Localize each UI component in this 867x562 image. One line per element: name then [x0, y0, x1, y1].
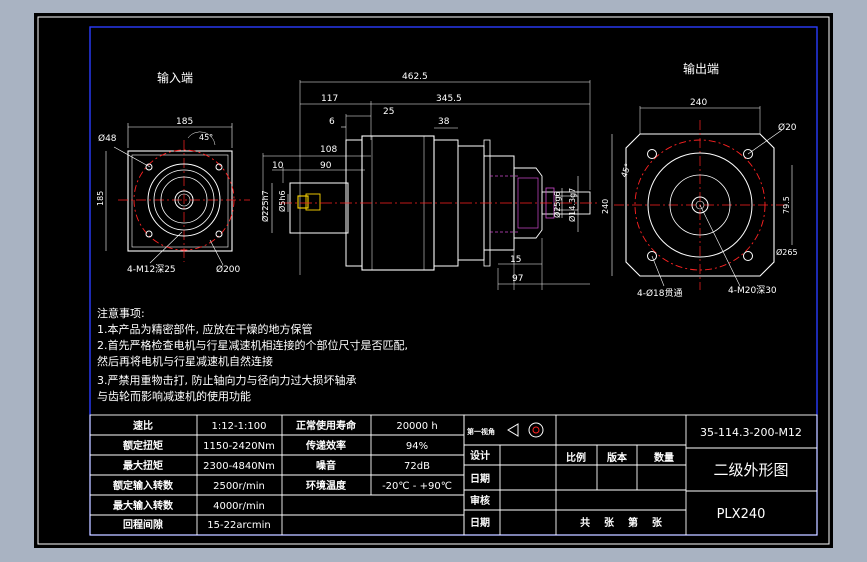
title-block — [463, 414, 818, 536]
output-end-view: 输出端 240 240 79.5 Ø20 45° Ø265 — [601, 61, 798, 299]
dim-90: 90 — [320, 161, 332, 171]
dim-79-5: 79.5 — [782, 196, 791, 214]
spec-value: 94% — [406, 441, 428, 452]
notes-title: 注意事项: — [97, 306, 145, 320]
spec-value: 2300-4840Nm — [203, 461, 275, 472]
notes-line-1: 1.本产品为精密部件, 应放在干燥的地方保管 — [97, 322, 313, 336]
spec-key: 正常使用寿命 — [296, 419, 357, 432]
side-view: 462.5 117 345.5 25 6 38 108 10 90 — [260, 72, 598, 290]
dim-462-5: 462.5 — [402, 72, 428, 82]
spec-key: 传递效率 — [305, 439, 346, 452]
qty-label: 数量 — [654, 451, 674, 464]
spec-key: 回程间隙 — [123, 518, 163, 531]
dim-185: 185 — [176, 117, 193, 127]
audit-label: 审核 — [470, 494, 490, 507]
dim-output-bolt: 4-M20深30 — [728, 285, 777, 296]
dim-117: 117 — [321, 94, 338, 104]
dim-25: 25 — [383, 107, 394, 117]
dim-185-vertical: 185 — [96, 191, 105, 206]
notes-line-3: 然后再将电机与行星减速机自然连接 — [97, 354, 273, 368]
title-block-text: 第一视角 设计 日期 审核 日期 比例 版本 数量 共 张 第 张 35-114… — [467, 426, 802, 529]
notes-block: 注意事项: 1.本产品为精密部件, 应放在干燥的地方保管 2.首先严格检查电机与… — [97, 306, 408, 403]
spec-value: 4000r/min — [213, 501, 265, 512]
date-label: 日期 — [470, 516, 490, 529]
drawing-name: 二级外形图 — [713, 461, 788, 479]
output-view-title: 输出端 — [683, 61, 719, 76]
projection-label: 第一视角 — [467, 427, 495, 436]
dim-phi250: Ø25g6 — [552, 191, 562, 218]
notes-line-4: 3.严禁用重物击打, 防止轴向力与径向力过大损坏轴承 — [97, 373, 357, 387]
spec-key: 噪音 — [316, 459, 336, 472]
dim-45-input: 45° — [199, 133, 213, 142]
spec-key: 速比 — [133, 419, 153, 432]
dim-phi225: Ø225h7 — [260, 190, 270, 222]
dim-phi48: Ø48 — [98, 133, 117, 144]
design-label: 设计 — [470, 449, 490, 462]
dim-97: 97 — [512, 274, 523, 284]
dim-10: 10 — [272, 161, 284, 171]
drawn-date-label: 日期 — [470, 472, 490, 485]
dim-phi265: Ø265 — [776, 247, 798, 257]
spec-value: 20000 h — [396, 421, 437, 432]
sheet-label: 共 张 第 张 — [580, 516, 663, 529]
spec-key: 额定扭矩 — [123, 439, 163, 452]
dim-phi15: Ø5h6 — [277, 190, 287, 212]
spec-key: 最大输入转数 — [113, 499, 174, 512]
dim-phi200: Ø200 — [216, 264, 241, 275]
spec-key: 额定输入转数 — [113, 479, 174, 492]
dim-108: 108 — [320, 145, 337, 155]
model-name: PLX240 — [717, 507, 766, 522]
scale-label: 比例 — [566, 451, 586, 464]
notes-line-5: 与齿轮而影响减速机的使用功能 — [97, 389, 251, 403]
dim-240: 240 — [690, 98, 707, 108]
spec-value: 15-22arcmin — [207, 520, 270, 531]
spec-table-text: 速比 1:12-1:100 正常使用寿命 20000 h 额定扭矩 1150-2… — [113, 419, 452, 531]
sheet — [34, 13, 833, 548]
input-end-view: 输入端 185 185 Ø48 45° 4-M12 — [96, 70, 250, 275]
dim-345-5: 345.5 — [436, 94, 462, 104]
projection-symbol — [507, 422, 544, 438]
dim-phi20: Ø20 — [778, 122, 797, 133]
version-label: 版本 — [607, 451, 628, 464]
dim-phi14: Ø14.3g7 — [567, 188, 577, 222]
input-view-title: 输入端 — [157, 70, 193, 85]
spec-key: 最大扭矩 — [123, 459, 163, 472]
spec-key: 环境温度 — [306, 479, 347, 492]
spec-value: 1:12-1:100 — [212, 421, 267, 432]
dim-240-vertical: 240 — [601, 199, 610, 214]
drawing-number: 35-114.3-200-M12 — [700, 426, 802, 439]
dim-6: 6 — [329, 117, 335, 127]
dim-38: 38 — [438, 117, 450, 127]
dim-15: 15 — [510, 255, 521, 265]
outer-frame — [37, 16, 830, 545]
notes-line-2: 2.首先严格检查电机与行星减速机相连接的个部位尺寸是否匹配, — [97, 338, 408, 352]
spec-value: -20℃ - +90℃ — [382, 481, 452, 492]
spec-value: 1150-2420Nm — [203, 441, 275, 452]
spec-value: 2500r/min — [213, 481, 265, 492]
spec-value: 72dB — [404, 461, 430, 472]
dim-output-hole: 4-Ø18贯通 — [637, 288, 683, 299]
dim-input-bolt: 4-M12深25 — [127, 264, 176, 275]
